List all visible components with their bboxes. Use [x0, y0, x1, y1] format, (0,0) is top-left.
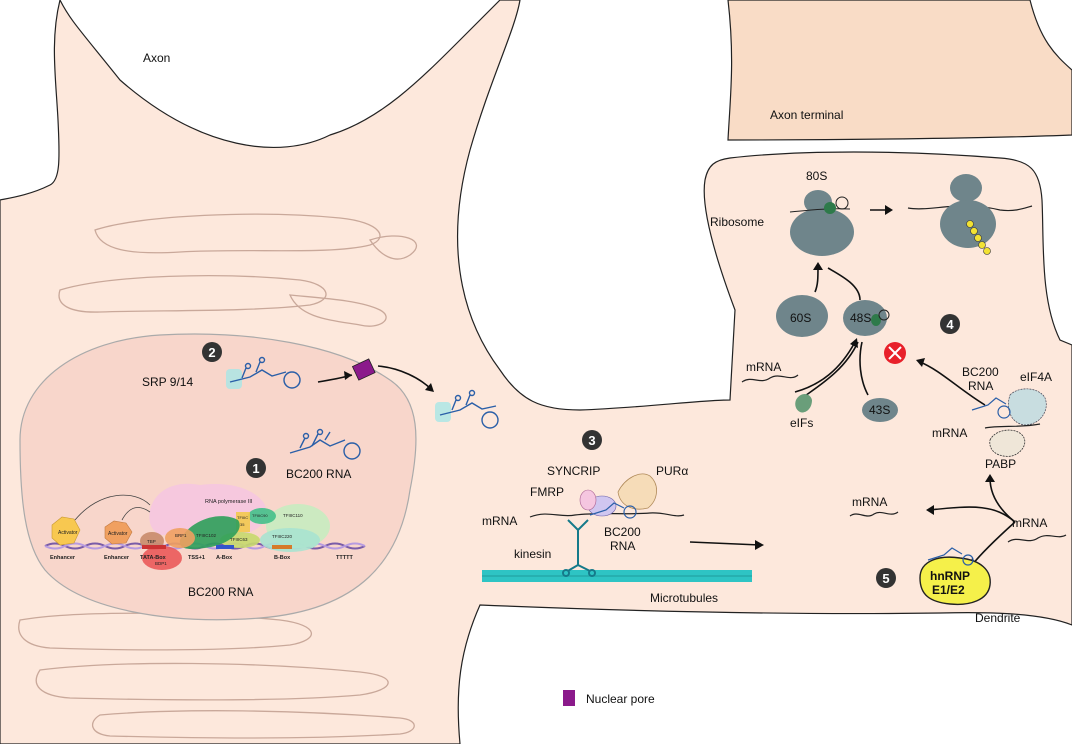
transcription-complex: Activator Activator Enhancer Enhancer RN…	[44, 483, 366, 570]
label-axon-terminal: Axon terminal	[770, 108, 843, 122]
enhancer-label-1: Enhancer	[50, 555, 76, 561]
tfiiic90-label: TFIIIC90	[252, 513, 268, 518]
step-badge-1: 1	[246, 458, 266, 478]
label-pabp: PABP	[985, 457, 1016, 471]
step-number-1: 1	[252, 461, 259, 476]
kinesin-motor	[562, 519, 596, 577]
nucleus	[19, 333, 417, 621]
tbp-label: TBP	[147, 539, 156, 544]
label-ribosome: Ribosome	[710, 215, 764, 229]
tfiiic102-label: TFIIIC102	[196, 533, 217, 538]
label-bc200-rna-3-line1: BC200	[604, 525, 641, 539]
label-48s: 48S	[850, 311, 871, 325]
tfiiic102	[179, 516, 240, 550]
label-mrna-pabp: mRNA	[932, 426, 967, 440]
step-number-4: 4	[946, 317, 954, 332]
bc200-eif4a-pabp-complex	[971, 388, 1047, 457]
label-bc200-rna-4-line1: BC200	[962, 365, 999, 379]
activator-label-1: Activator	[58, 530, 78, 536]
enhancer-label-2: Enhancer	[104, 555, 130, 561]
label-mrna-translation: mRNA	[746, 360, 781, 374]
label-pur-alpha: PURα	[656, 464, 688, 478]
step-badge-2: 2	[202, 342, 222, 362]
label-eifs: eIFs	[790, 416, 813, 430]
microtubule	[482, 570, 752, 582]
label-bc200-rna-3-line2: RNA	[610, 539, 635, 553]
ribosome-80s-large	[790, 208, 854, 256]
label-bc200-rna-4-line2: RNA	[968, 379, 993, 393]
a-box-label: A-Box	[216, 555, 233, 561]
rnp-complex	[529, 473, 685, 519]
ribosome-60s	[776, 295, 828, 337]
label-srp: SRP 9/14	[142, 375, 193, 389]
ttttt-label: TTTTT	[336, 555, 353, 561]
step-badge-5: 5	[876, 568, 896, 588]
label-hnrnp-line2: E1/E2	[932, 583, 965, 597]
label-mrna-5b: mRNA	[1012, 516, 1047, 530]
legend-nuclear-pore-swatch	[563, 690, 575, 706]
label-mrna-3: mRNA	[482, 514, 517, 528]
brf1-label: BRF1	[175, 533, 187, 538]
label-syncrip: SYNCRIP	[547, 464, 600, 478]
step-number-3: 3	[588, 433, 595, 448]
step-badge-4: 4	[940, 314, 960, 334]
legend-nuclear-pore-label: Nuclear pore	[586, 692, 655, 706]
tfiiic90	[248, 508, 276, 524]
step-badge-3: 3	[582, 430, 602, 450]
tfiiic63-label: TFIIIC63	[230, 537, 248, 542]
ribosome-43s	[862, 398, 898, 422]
activator-label-2: Activator	[108, 531, 128, 537]
tss-label: TSS+1	[188, 555, 205, 561]
rna-pol3-label: RNA polymerase III	[205, 499, 253, 505]
legend: Nuclear pore	[563, 690, 655, 706]
label-60s: 60S	[790, 311, 811, 325]
bc200-rna-glyph-nucleus	[289, 428, 361, 460]
bc200-rna-glyph-cytoplasm	[435, 389, 499, 429]
label-eif4a: eIF4A	[1020, 370, 1052, 384]
b-box-label: B-Box	[274, 555, 291, 561]
label-microtubules: Microtubules	[650, 591, 718, 605]
ribosome-48s	[843, 300, 887, 336]
endoplasmic-reticulum	[18, 213, 418, 739]
label-kinesin: kinesin	[514, 547, 551, 561]
label-fmrp: FMRP	[530, 485, 564, 499]
tata-box-label: TATA-Box	[140, 555, 167, 561]
label-mrna-5a: mRNA	[852, 495, 887, 509]
peptide-chain	[966, 220, 991, 255]
label-hnrnp-line1: hnRNP	[930, 569, 970, 583]
step-number-2: 2	[208, 345, 215, 360]
ribosome-translating-small	[950, 174, 982, 202]
tfiiic35-label-1: TFIIIC	[237, 515, 248, 520]
tfiiic110-label: TFIIIC110	[283, 513, 303, 518]
bdp1-label: BDP1	[155, 561, 167, 566]
label-80s: 80S	[806, 169, 827, 183]
hnrnp-e1-e2	[919, 556, 991, 606]
nuclear-pore	[351, 358, 376, 381]
brf1	[165, 528, 195, 548]
tfiiic35-label-2: 35	[240, 522, 245, 527]
bc200-rna-glyph-srp	[226, 356, 301, 389]
activator-2	[104, 520, 133, 545]
label-dendrite: Dendrite	[975, 611, 1021, 625]
label-bc200-rna-gene: BC200 RNA	[188, 585, 253, 599]
tfiiic220-label: TFIIIC220	[272, 534, 293, 539]
bdp1	[142, 546, 182, 570]
axon-terminal	[727, 0, 1072, 141]
eif-glyph	[795, 394, 812, 413]
label-axon: Axon	[143, 51, 170, 65]
activator-1	[51, 516, 81, 546]
label-43s: 43S	[869, 403, 890, 417]
label-bc200-rna-nucleus: BC200 RNA	[286, 467, 351, 481]
step-number-5: 5	[882, 571, 889, 586]
